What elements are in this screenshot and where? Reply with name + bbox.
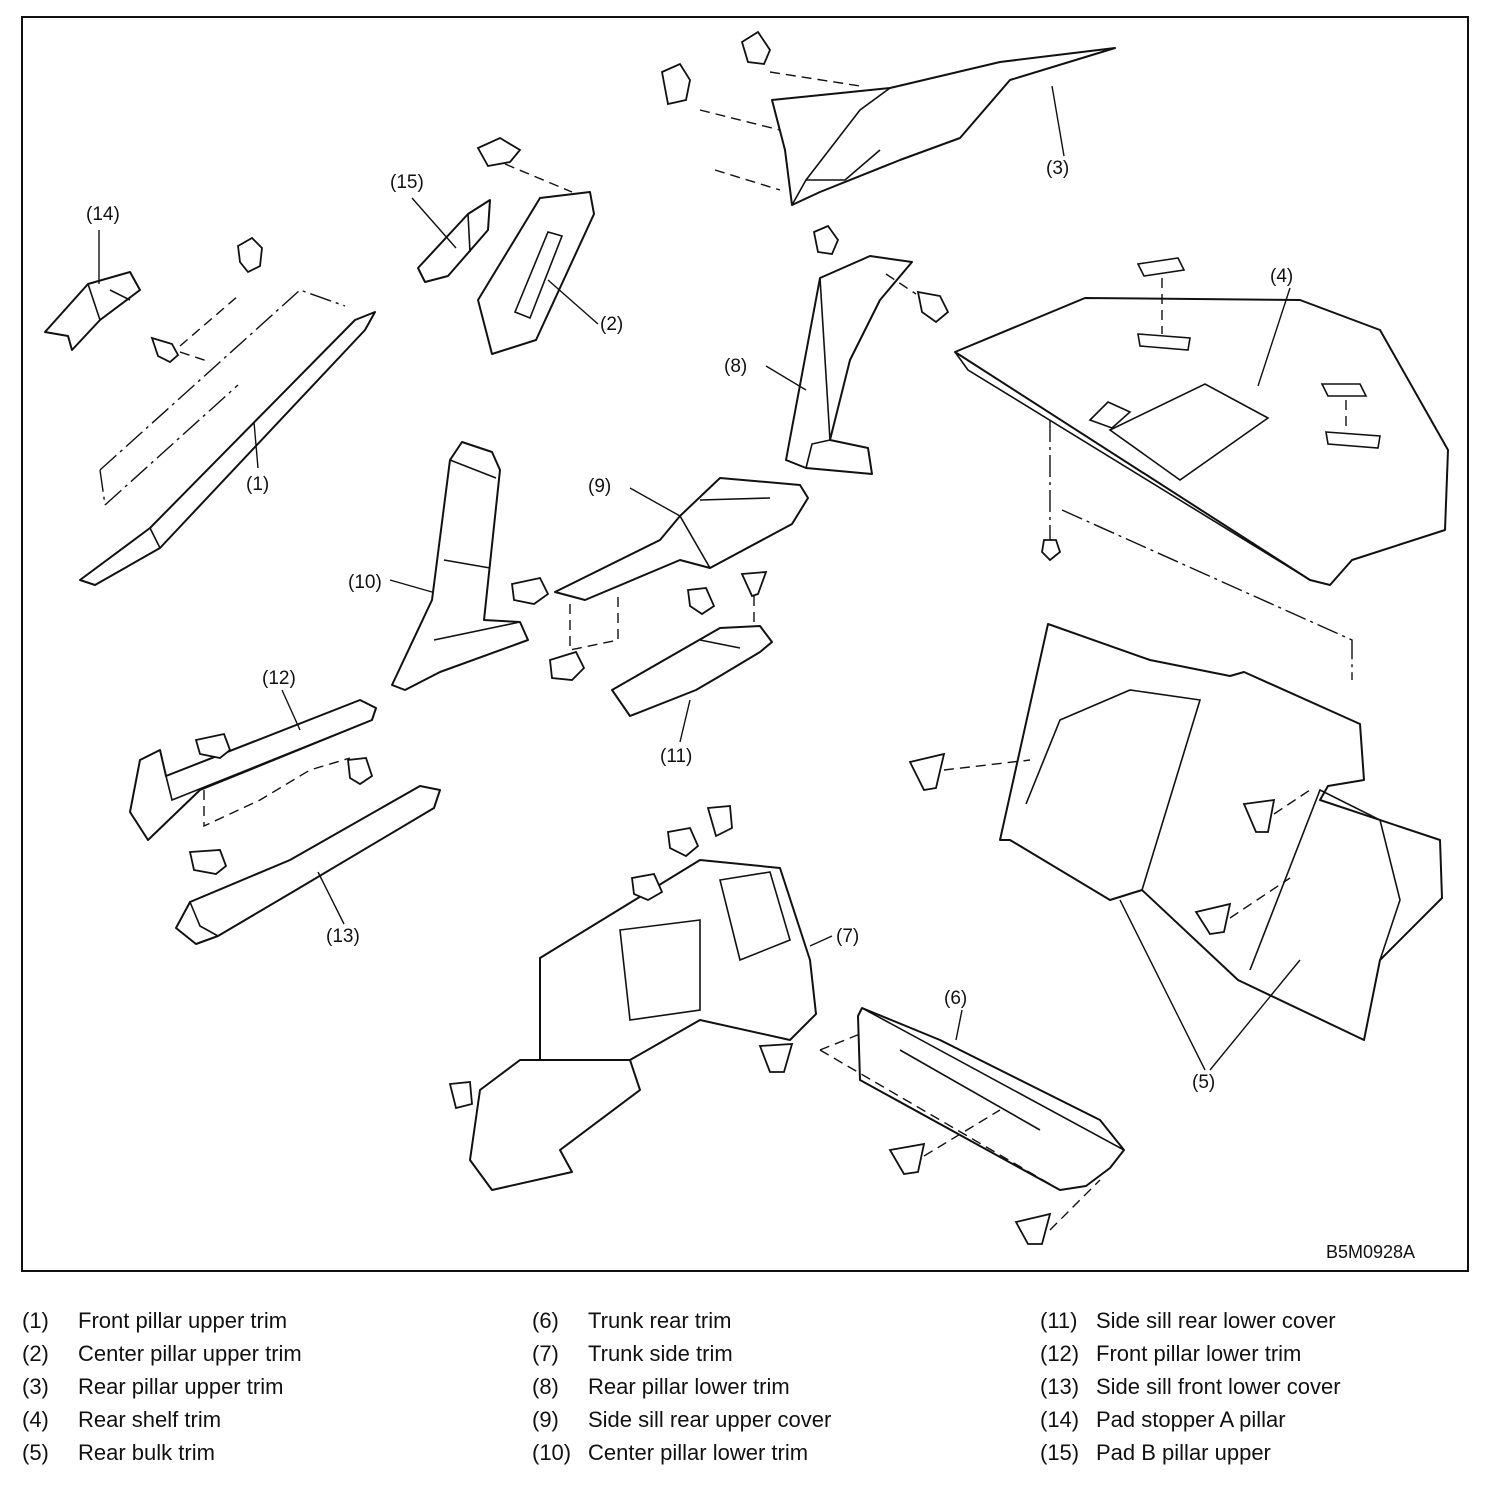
part-trunk-rear-trim: [819, 1007, 1125, 1191]
clip-rear-pillar-lower: [812, 224, 840, 255]
part-pad-stopper-a-pillar: [44, 271, 141, 351]
exploded-parts-diagram: (14) (15) (3) (4) (2) (8) (1) (9) (10) (…: [44, 30, 1449, 1262]
callout-5: (5): [1192, 1072, 1215, 1093]
clip-center-pillar: [476, 136, 522, 168]
legend-item: (13)Side sill front lower cover: [1040, 1374, 1341, 1399]
part-side-sill-rear-upper-cover: [554, 477, 809, 651]
screw-rear-pillar-lower: [885, 273, 950, 324]
part-rear-pillar-upper-trim: [699, 47, 1116, 206]
legend-item: (11)Side sill rear lower cover: [1040, 1308, 1336, 1333]
callout-4: (4): [1270, 266, 1293, 287]
clip-trunk: [758, 1043, 1101, 1245]
legend-item: (15)Pad B pillar upper: [1040, 1440, 1271, 1465]
callout-11: (11): [660, 746, 692, 767]
clip-front-pillar: [237, 236, 263, 274]
legend-item: (3)Rear pillar upper trim: [22, 1374, 284, 1399]
clip-rear-shelf: [1041, 539, 1062, 562]
part-pad-b-pillar-upper: [417, 199, 491, 283]
legend-item: (4)Rear shelf trim: [22, 1407, 222, 1432]
callout-labels: (14) (15) (3) (4) (2) (8) (1) (9) (10) (…: [86, 158, 1415, 1262]
clip-rear-pillar-upper: [740, 30, 772, 65]
clip-rear-bulk: [908, 752, 1311, 935]
callout-10: (10): [348, 572, 382, 593]
callout-7: (7): [836, 926, 859, 947]
callout-13: (13): [326, 926, 360, 947]
part-front-pillar-lower-trim: [129, 699, 377, 841]
callout-14: (14): [86, 204, 120, 225]
legend-column-2: (6)Trunk rear trim (7)Trunk side trim (8…: [532, 1308, 831, 1473]
legend-item: (2)Center pillar upper trim: [22, 1341, 302, 1366]
legend-item: (5)Rear bulk trim: [22, 1440, 215, 1465]
screw-trunk-side: [448, 805, 733, 1110]
callout-9: (9): [588, 476, 611, 497]
legend-item: (12)Front pillar lower trim: [1040, 1341, 1302, 1366]
callout-2: (2): [600, 314, 623, 335]
bracket-rear-pillar-upper: [660, 62, 691, 106]
callout-12: (12): [262, 668, 296, 689]
legend-item: (6)Trunk rear trim: [532, 1308, 732, 1333]
part-rear-bulk-trim: [999, 623, 1443, 1041]
part-rear-shelf-trim: [954, 257, 1449, 680]
parts-legend: (1)Front pillar upper trim (2)Center pil…: [22, 1308, 1482, 1468]
leader-lines: [98, 85, 1301, 1071]
screw-center-pillar-lower: [511, 576, 550, 605]
screw-front-pillar: [150, 336, 211, 364]
callout-3: (3): [1046, 158, 1069, 179]
legend-item: (9)Side sill rear upper cover: [532, 1407, 832, 1432]
diagram-frame: [21, 16, 1469, 1272]
callout-8: (8): [724, 356, 747, 377]
legend-item: (1)Front pillar upper trim: [22, 1308, 288, 1333]
callout-15: (15): [390, 172, 424, 193]
legend-item: (10)Center pillar lower trim: [532, 1440, 809, 1465]
clip-side-sill-rear-upper: [549, 587, 716, 681]
part-rear-pillar-lower-trim: [785, 255, 913, 475]
legend-item: (7)Trunk side trim: [532, 1341, 733, 1366]
legend-column-1: (1)Front pillar upper trim (2)Center pil…: [22, 1308, 302, 1473]
clip-front-pillar-lower: [188, 732, 374, 875]
part-side-sill-front-lower-cover: [175, 785, 441, 945]
legend-item: (8)Rear pillar lower trim: [532, 1374, 790, 1399]
part-trunk-side-trim: [469, 859, 817, 1191]
diagram-code: B5M0928A: [1326, 1242, 1415, 1262]
part-center-pillar-lower-trim: [391, 441, 529, 691]
part-side-sill-rear-lower-cover: [611, 625, 773, 717]
legend-column-3: (11)Side sill rear lower cover (12)Front…: [1040, 1308, 1341, 1473]
legend-item: (14)Pad stopper A pillar: [1040, 1407, 1286, 1432]
callout-6: (6): [944, 988, 967, 1009]
callout-1: (1): [246, 474, 269, 495]
clip-side-sill-rear-lower: [740, 570, 768, 628]
part-front-pillar-upper-trim: [79, 289, 376, 586]
part-center-pillar-upper-trim: [477, 163, 595, 355]
